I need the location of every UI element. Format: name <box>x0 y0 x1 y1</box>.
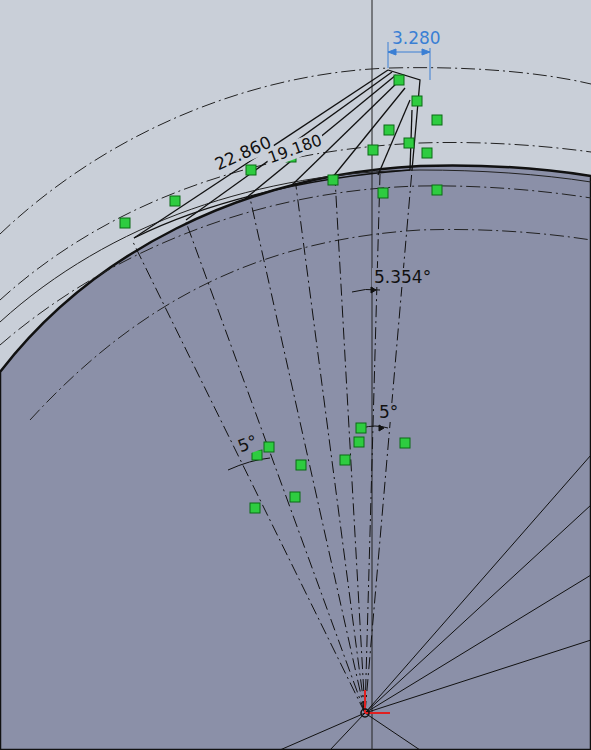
solid-circles <box>0 170 591 322</box>
angle-arcs <box>228 287 388 470</box>
dimension-text: 3.280 <box>390 29 443 48</box>
constraint-markers <box>120 75 442 513</box>
origin-symbol <box>361 690 390 717</box>
construction-circles <box>0 68 591 420</box>
radial-lines <box>132 170 412 713</box>
gear-body <box>0 165 591 750</box>
fan-lines <box>280 455 591 750</box>
dimension-text: 5.354° <box>372 268 433 287</box>
dimension-text: 5° <box>377 403 400 422</box>
tooth-profile <box>134 70 420 238</box>
